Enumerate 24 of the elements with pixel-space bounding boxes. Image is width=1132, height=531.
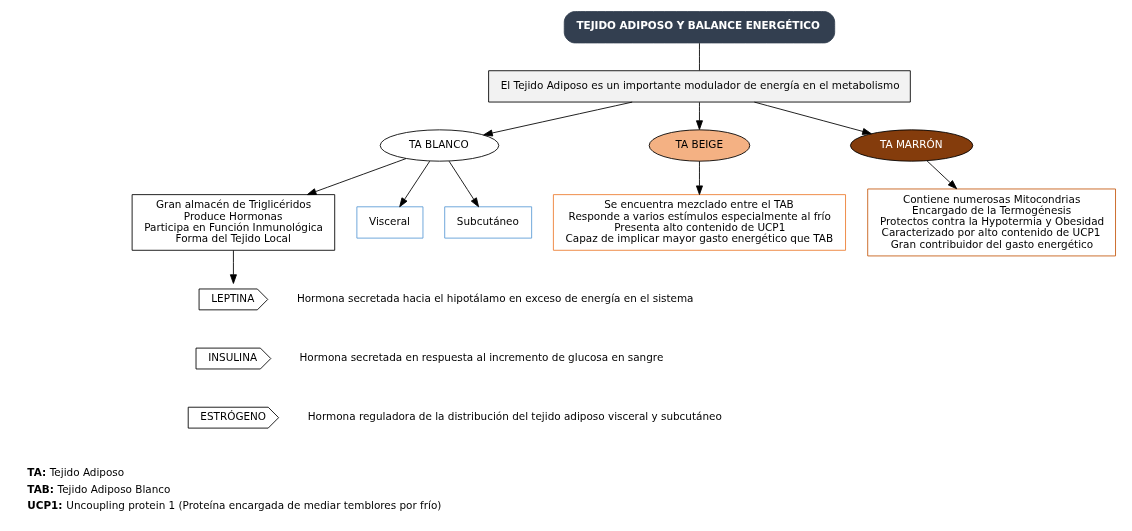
node-box: Contiene numerosas Mitocondrias Encargado de la Termogénesis Protectos contra la Hypotermia y Obesidad Caracterizado por alto contenido de UCP1 Gran contribuidor del gasto energético: [867, 188, 1116, 257]
label: TAB: Tejido Adiposo Blanco: [27, 482, 171, 495]
node-label: Hormona reguladora de la distribución del tejido adiposo visceral y subcutáneo: [307, 410, 722, 423]
arrow: [696, 160, 703, 195]
node-box: Se encuentra mezclado entre el TAB Responde a varios estímulos especialmente al frío Presenta alto contenido de UCP1 Capaz de implicar mayor gasto energético que TAB: [552, 194, 846, 251]
node-box: Visceral: [356, 206, 424, 239]
node-label: Hormona secretada en respuesta al incremento de glucosa en sangre: [299, 351, 664, 364]
arrow: [483, 101, 633, 137]
arrow: [448, 160, 479, 208]
node-box: Gran almacén de Triglicéridos Produce Hormonas Participa en Función Inmunológica Forma del Tejido Local: [131, 194, 336, 251]
arrow: [696, 101, 703, 130]
node-label: Hormona secretada hacia el hipotálamo en exceso de energía en el sistema: [296, 292, 694, 305]
arrow: [926, 160, 958, 190]
node-ellipse: TA BEIGE: [648, 129, 751, 162]
node-box: Subcutáneo: [444, 206, 533, 239]
node-box: TEJIDO ADIPOSO Y BALANCE ENERGÉTICO: [563, 11, 836, 44]
node-box: El Tejido Adiposo es un importante modulador de energía en el metabolismo: [488, 70, 911, 103]
arrow: [229, 250, 237, 284]
arrow: [399, 160, 431, 208]
label: UCP1: Uncoupling protein 1 (Proteína encargada de mediar temblores por frío): [27, 499, 442, 512]
connector: [699, 42, 700, 71]
arrow: [753, 101, 872, 135]
label: TA: Tejido Adiposo: [27, 466, 125, 479]
arrow: [306, 158, 407, 196]
